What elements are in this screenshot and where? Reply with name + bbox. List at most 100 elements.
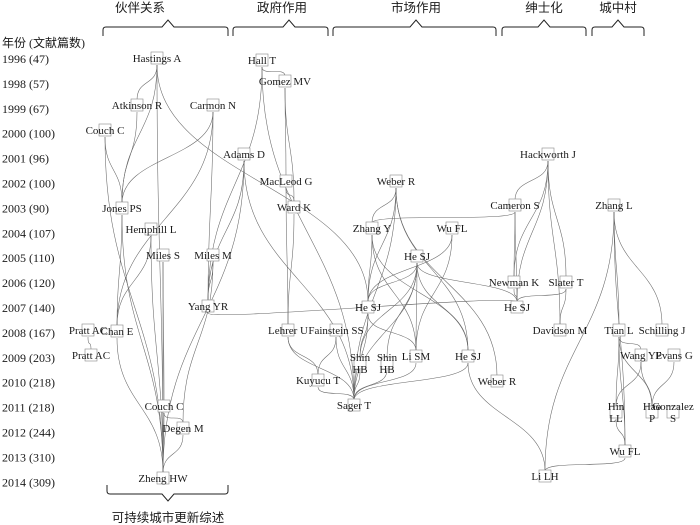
- citation-link: [367, 313, 417, 352]
- node-box: [365, 221, 379, 235]
- year-label: 2012 (244): [2, 426, 55, 440]
- citation-link: [559, 288, 567, 326]
- node-box: [278, 74, 292, 88]
- author-node: He SJ: [504, 300, 531, 314]
- author-label: Yang YR: [188, 301, 229, 313]
- author-label: He SJ: [504, 302, 531, 314]
- node-box: [541, 147, 555, 161]
- category-government-label: 政府作用: [257, 0, 307, 15]
- node-box: [281, 323, 295, 337]
- author-label: Sager T: [337, 400, 372, 412]
- citation-link: [162, 434, 184, 474]
- citation-link: [367, 234, 453, 303]
- author-label: Wu FL: [436, 223, 467, 235]
- node-box: [81, 323, 95, 337]
- author-node: Miles S: [146, 248, 180, 262]
- citation-link: [353, 369, 361, 401]
- node-box: [329, 323, 343, 337]
- node-box: [98, 123, 112, 137]
- node-box: [666, 405, 680, 419]
- author-label: Miles M: [194, 250, 232, 262]
- node-box: [115, 201, 129, 215]
- author-node: Gomez MV: [259, 74, 311, 88]
- node-box: [618, 444, 632, 458]
- author-node: Lehrer U: [268, 323, 308, 337]
- citation-link: [121, 111, 138, 204]
- category-urban-village-label: 城中村: [599, 0, 637, 15]
- author-node: Carmon N: [190, 98, 236, 112]
- author-label: Adams D: [223, 149, 265, 161]
- author-node: Chan E: [101, 324, 134, 338]
- citation-link: [367, 234, 373, 303]
- author-label: Schilling J: [639, 325, 686, 337]
- citation-link: [514, 211, 518, 303]
- author-node: Schilling J: [639, 323, 686, 337]
- citation-link: [87, 336, 92, 351]
- node-box: [347, 398, 361, 412]
- node-box: [508, 198, 522, 212]
- citation-link: [416, 262, 518, 303]
- citation-link: [547, 160, 567, 278]
- citation-link: [353, 362, 469, 401]
- citation-link: [613, 211, 663, 326]
- author-label: Chan E: [101, 326, 134, 338]
- author-node: Cameron S: [490, 198, 540, 212]
- author-label: He SJ: [355, 302, 382, 314]
- node-box: [156, 471, 170, 485]
- node-box: [510, 300, 524, 314]
- node-box: [538, 469, 552, 483]
- author-label: Evans G: [655, 350, 693, 362]
- author-label: He SJ: [404, 251, 431, 263]
- author-label: Wang YP: [620, 350, 662, 362]
- node-box: [655, 323, 669, 337]
- year-label: 1996 (47): [2, 52, 49, 66]
- author-node: Pratt AC: [72, 348, 110, 362]
- author-node: Wu FL: [436, 221, 468, 235]
- citation-link: [353, 362, 417, 401]
- author-label: Zhang L: [595, 200, 633, 212]
- author-node: Hackworth J: [520, 147, 577, 161]
- year-label: 2010 (218): [2, 376, 55, 390]
- node-box: [609, 405, 623, 419]
- author-label: Wu FL: [609, 446, 640, 458]
- citation-link: [121, 214, 164, 474]
- author-label: Couch C: [86, 125, 125, 137]
- year-label: 1998 (57): [2, 77, 49, 91]
- node-box: [156, 248, 170, 262]
- node-box: [607, 198, 621, 212]
- citation-link: [359, 262, 418, 359]
- author-label: Pratt AC: [69, 325, 107, 337]
- citation-link: [353, 262, 418, 401]
- citation-link: [163, 412, 184, 424]
- node-box: [634, 348, 648, 362]
- year-label: 2002 (100): [2, 177, 55, 191]
- year-label: 1999 (67): [2, 102, 49, 116]
- citation-link: [618, 336, 653, 408]
- author-label: Hackworth J: [520, 149, 577, 161]
- author-label: Degen M: [162, 423, 203, 435]
- author-label: Pratt AC: [72, 350, 110, 362]
- author-label: Davidson M: [533, 325, 588, 337]
- category-market-label: 市场作用: [391, 0, 441, 15]
- node-box: [380, 356, 394, 370]
- citation-link: [121, 111, 214, 204]
- node-box: [461, 349, 475, 363]
- citation-link: [513, 160, 549, 278]
- year-label: 2013 (310): [2, 450, 55, 464]
- author-node: Couch C: [86, 123, 125, 137]
- author-label: Lehrer U: [268, 325, 308, 337]
- author-node: Li SM: [402, 349, 430, 363]
- node-box: [150, 51, 164, 65]
- author-label: MacLeod G: [260, 176, 313, 188]
- node-box: [667, 348, 681, 362]
- bracket-partnership: [102, 19, 229, 36]
- node-box: [409, 349, 423, 363]
- node-box: [287, 200, 301, 214]
- author-node: Zheng HW: [138, 471, 188, 485]
- author-node: He SJ: [455, 349, 482, 363]
- node-box: [410, 249, 424, 263]
